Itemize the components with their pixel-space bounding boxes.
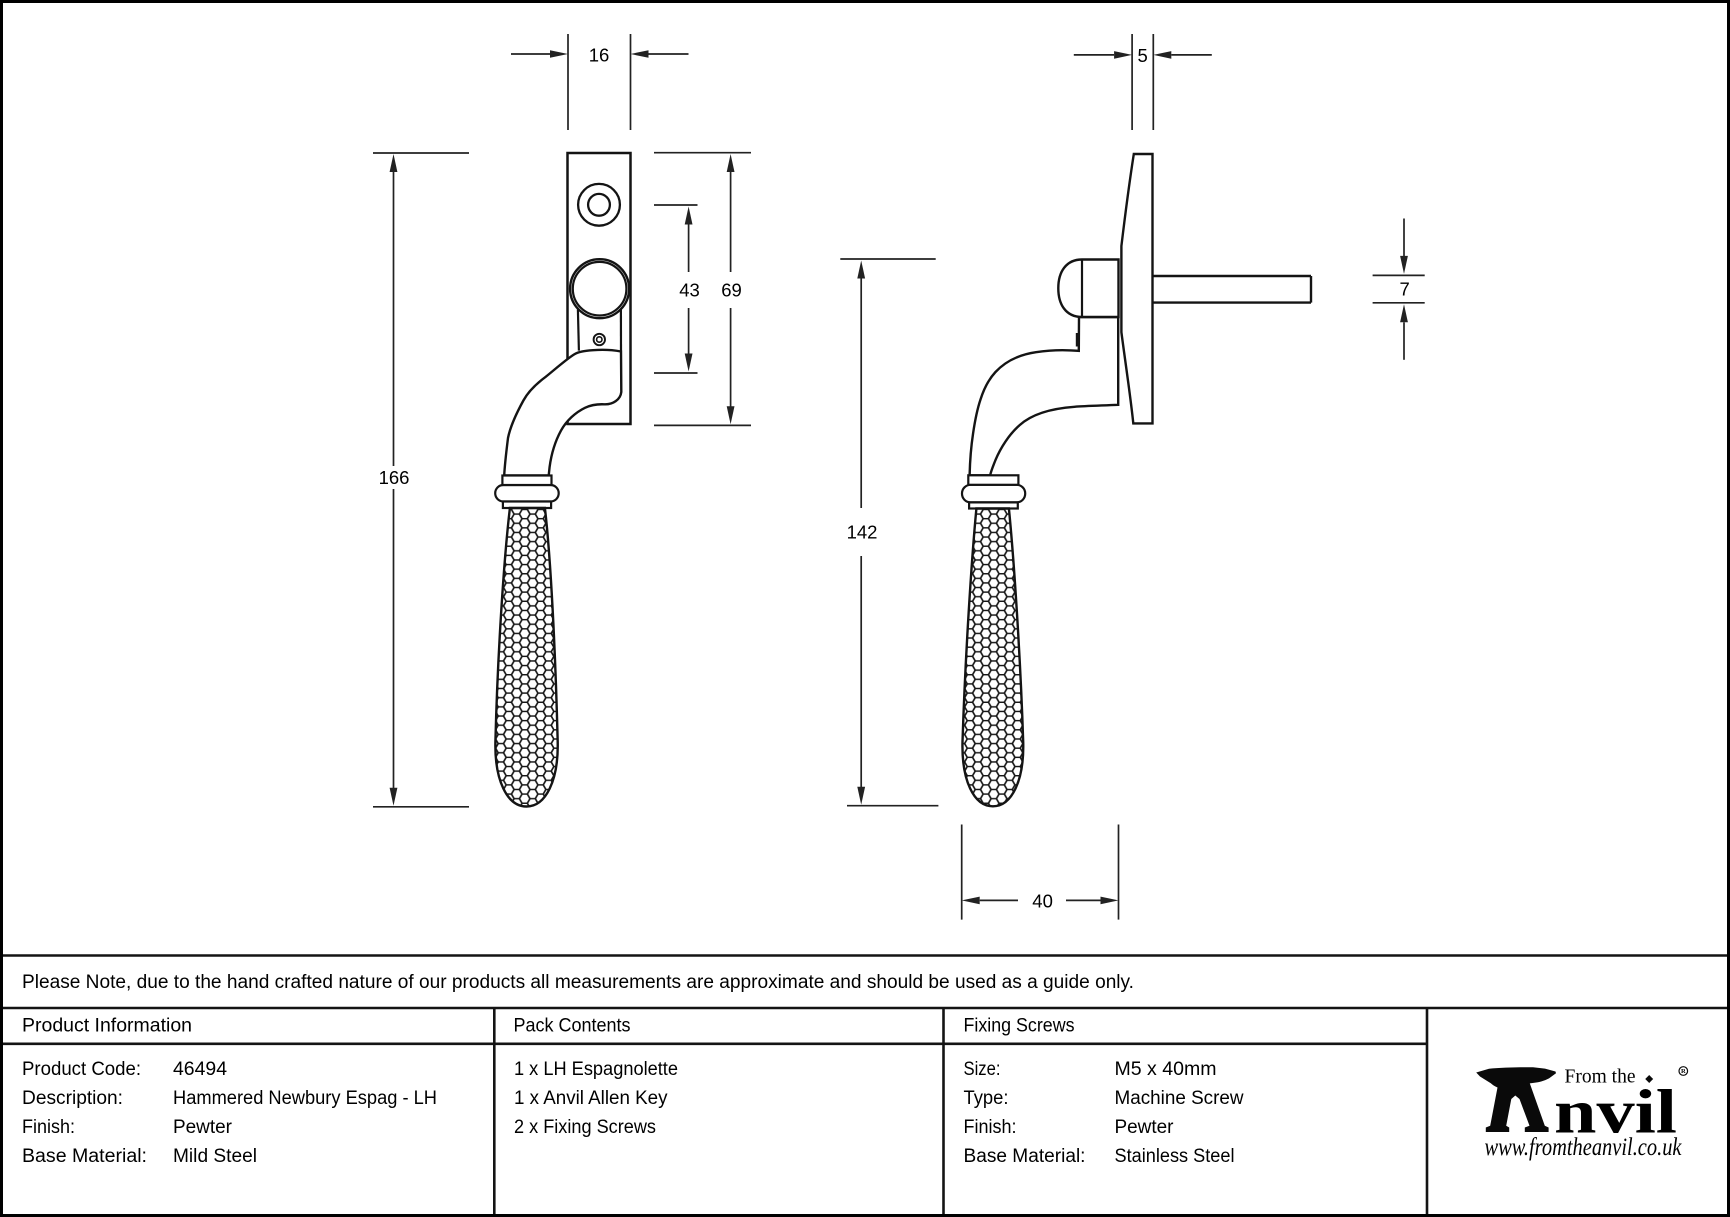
svg-text:Mild Steel: Mild Steel xyxy=(173,1146,257,1167)
svg-text:nvil: nvil xyxy=(1554,1079,1677,1147)
svg-text:Product Information: Product Information xyxy=(22,1016,192,1037)
svg-text:Stainless Steel: Stainless Steel xyxy=(1115,1146,1235,1167)
svg-text:69: 69 xyxy=(721,280,742,301)
svg-text:2 x Fixing Screws: 2 x Fixing Screws xyxy=(514,1117,656,1138)
svg-text:Description:: Description: xyxy=(22,1088,123,1109)
svg-text:5: 5 xyxy=(1138,45,1148,66)
svg-text:166: 166 xyxy=(379,467,410,488)
svg-text:Finish:: Finish: xyxy=(22,1117,75,1138)
svg-text:Pewter: Pewter xyxy=(173,1117,233,1138)
svg-text:www.fromtheanvil.co.uk: www.fromtheanvil.co.uk xyxy=(1485,1134,1683,1161)
svg-text:Base Material:: Base Material: xyxy=(22,1146,147,1167)
svg-text:Base Material:: Base Material: xyxy=(964,1146,1086,1167)
svg-text:43: 43 xyxy=(679,280,700,301)
svg-text:Size:: Size: xyxy=(964,1059,1001,1080)
svg-text:Finish:: Finish: xyxy=(964,1117,1017,1138)
svg-text:R: R xyxy=(1681,1068,1686,1075)
svg-text:40: 40 xyxy=(1032,890,1053,911)
svg-text:M5 x 40mm: M5 x 40mm xyxy=(1115,1059,1217,1080)
svg-text:1 x LH Espagnolette: 1 x LH Espagnolette xyxy=(514,1059,678,1080)
svg-text:16: 16 xyxy=(589,45,610,66)
svg-text:Pewter: Pewter xyxy=(1115,1117,1175,1138)
svg-text:From the: From the xyxy=(1565,1066,1636,1088)
svg-text:Product Code:: Product Code: xyxy=(22,1059,141,1080)
svg-text:46494: 46494 xyxy=(173,1059,227,1080)
svg-text:Please Note, due to the hand c: Please Note, due to the hand crafted nat… xyxy=(22,972,1134,993)
svg-text:Fixing Screws: Fixing Screws xyxy=(964,1016,1075,1037)
svg-text:Type:: Type: xyxy=(964,1088,1009,1109)
svg-text:Pack Contents: Pack Contents xyxy=(514,1016,631,1037)
svg-text:Hammered Newbury Espag - LH: Hammered Newbury Espag - LH xyxy=(173,1088,437,1109)
svg-text:7: 7 xyxy=(1400,278,1410,299)
svg-text:1 x Anvil Allen Key: 1 x Anvil Allen Key xyxy=(514,1088,668,1109)
svg-text:Machine Screw: Machine Screw xyxy=(1115,1088,1244,1109)
svg-text:142: 142 xyxy=(847,522,878,543)
